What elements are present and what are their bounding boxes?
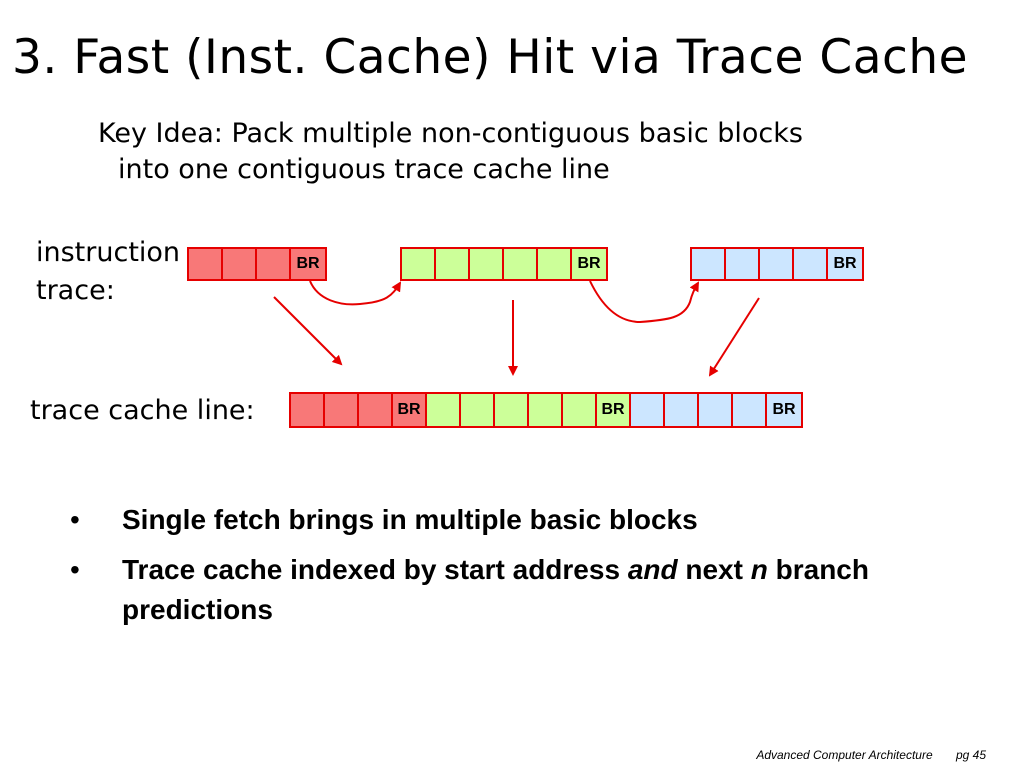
trace-cache-line-label: trace cache line: — [30, 395, 255, 426]
instruction-cell — [665, 394, 699, 426]
bullet-marker: • — [70, 504, 80, 535]
instruction-cell — [794, 249, 828, 279]
instruction-cell — [538, 249, 572, 279]
instruction-cell — [427, 394, 461, 426]
instruction-cell — [504, 249, 538, 279]
instruction-cell — [631, 394, 665, 426]
branch-cell: BR — [572, 249, 606, 279]
bullet-text: Single fetch brings in multiple basic bl… — [122, 504, 698, 535]
basic-block-2: BR — [400, 247, 608, 281]
instruction-cell — [359, 394, 393, 426]
bullet-text-part: next — [677, 554, 751, 585]
trace-cache-line: BR BR BR — [289, 392, 803, 428]
instruction-cell — [692, 249, 726, 279]
pack-arrow-1 — [273, 296, 343, 366]
bullet-item-1: • Single fetch brings in multiple basic … — [70, 500, 970, 540]
instruction-cell — [563, 394, 597, 426]
instruction-cell — [461, 394, 495, 426]
bullet-text-part: Trace cache indexed by start address — [122, 554, 628, 585]
footer-course: Advanced Computer Architecture — [756, 748, 933, 762]
instruction-cell — [223, 249, 257, 279]
instruction-cell — [726, 249, 760, 279]
branch-jump-arrow-2 — [589, 280, 699, 324]
instruction-cell — [733, 394, 767, 426]
key-idea-text: Key Idea: Pack multiple non-contiguous b… — [98, 116, 803, 188]
instruction-cell — [257, 249, 291, 279]
branch-cell: BR — [393, 394, 427, 426]
instruction-cell — [402, 249, 436, 279]
basic-block-3: BR — [690, 247, 864, 281]
bullet-item-2: • Trace cache indexed by start address a… — [70, 550, 970, 630]
bullet-marker: • — [70, 554, 80, 585]
instruction-trace-label-line-1: instruction — [36, 237, 181, 268]
bullet-text-emphasis: n — [750, 554, 768, 585]
instruction-cell — [325, 394, 359, 426]
instruction-cell — [760, 249, 794, 279]
instruction-cell — [495, 394, 529, 426]
instruction-cell — [436, 249, 470, 279]
instruction-cell — [189, 249, 223, 279]
instruction-cell — [291, 394, 325, 426]
instruction-trace-label: instruction trace: — [36, 234, 180, 310]
slide-footer: Advanced Computer Architecture pg 45 — [736, 748, 986, 762]
pack-arrow-3 — [708, 297, 760, 377]
basic-block-1: BR — [187, 247, 327, 281]
footer-page-number: pg 45 — [955, 748, 986, 762]
branch-cell: BR — [291, 249, 325, 279]
instruction-trace-label-line-2: trace: — [36, 275, 115, 306]
instruction-cell — [699, 394, 733, 426]
branch-cell: BR — [828, 249, 862, 279]
slide-title: 3. Fast (Inst. Cache) Hit via Trace Cach… — [12, 30, 969, 85]
bullet-list: • Single fetch brings in multiple basic … — [70, 500, 970, 640]
branch-jump-arrow-1 — [309, 280, 402, 306]
instruction-cell — [470, 249, 504, 279]
bullet-text-part: branch predictions — [122, 554, 869, 625]
key-idea-line-1: Key Idea: Pack multiple non-contiguous b… — [98, 118, 803, 149]
key-idea-line-2: into one contiguous trace cache line — [118, 154, 610, 185]
instruction-cell — [529, 394, 563, 426]
bullet-text-emphasis: and — [627, 554, 678, 585]
branch-cell: BR — [597, 394, 631, 426]
branch-cell: BR — [767, 394, 801, 426]
